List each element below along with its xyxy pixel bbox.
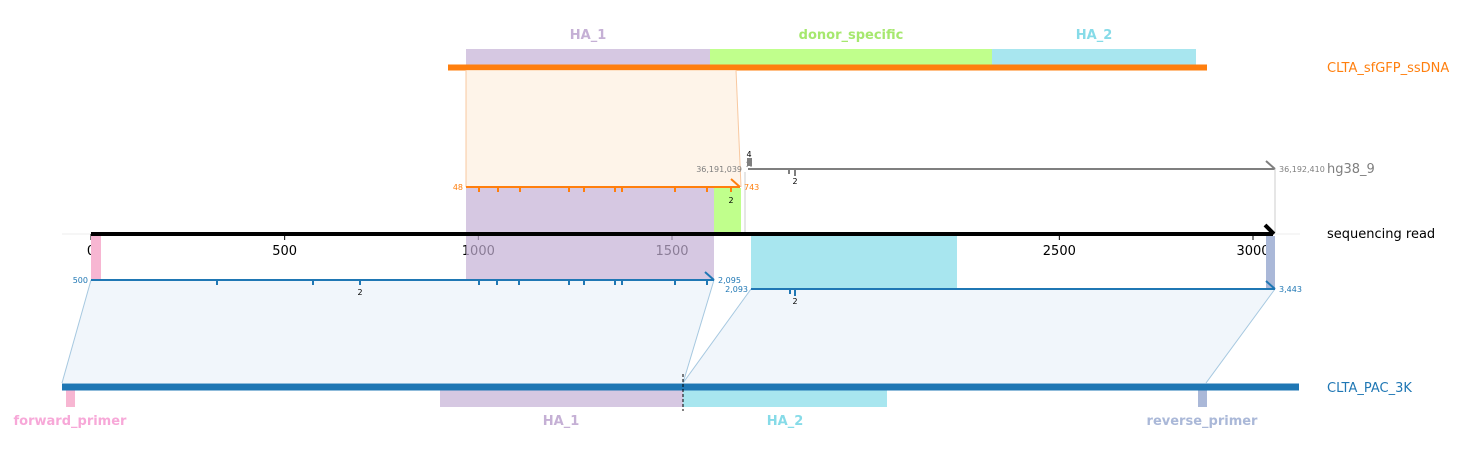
donor-feature-ha1-label: HA_1 bbox=[570, 28, 607, 43]
target-left-end: 2,095 bbox=[718, 276, 741, 285]
target-right-start: 2,093 bbox=[725, 285, 748, 294]
read-feature-ha1-from-donor bbox=[466, 188, 714, 233]
target-left-mismatch-count: 2 bbox=[357, 288, 362, 297]
donor-alignment-start: 48 bbox=[453, 183, 463, 192]
target-right-mismatch-count: 2 bbox=[792, 297, 797, 306]
target-right-arrowhead bbox=[1265, 280, 1276, 290]
genome-reference-name: hg38_9 bbox=[1327, 162, 1375, 177]
target-left-edge bbox=[682, 279, 715, 384]
read-axis-arrowhead bbox=[1263, 223, 1276, 236]
read-feature-donor-specific bbox=[714, 188, 741, 233]
target-reference-name: CLTA_PAC_3K bbox=[1327, 381, 1412, 396]
donor-projection-edge-right bbox=[735, 69, 742, 188]
target-right-alignment: 2,093 3,443 2 bbox=[725, 280, 1302, 306]
sequencing-read: 050010001500200025003000 sequencing read bbox=[62, 223, 1435, 259]
read-axis-tick-label: 500 bbox=[272, 244, 297, 259]
target-feature-forward-primer-bar bbox=[66, 390, 75, 407]
read-reference-name: sequencing read bbox=[1327, 227, 1435, 242]
target-feature-ha2-label: HA_2 bbox=[767, 414, 804, 429]
donor-feature-donor-specific-bar bbox=[710, 49, 992, 65]
read-feature-reverse-primer bbox=[1266, 236, 1275, 289]
donor-reference-name: CLTA_sfGFP_ssDNA bbox=[1327, 61, 1449, 76]
genome-alignment: 36,191,039 36,192,410 × 4 2 hg38_9 bbox=[696, 150, 1375, 232]
donor-feature-ha2-label: HA_2 bbox=[1076, 28, 1113, 43]
target-feature-ha2-bar bbox=[683, 390, 887, 407]
donor-alignment-end: 743 bbox=[744, 183, 759, 192]
target-left-start: 500 bbox=[73, 276, 88, 285]
donor-feature-ha2-bar bbox=[992, 49, 1196, 65]
donor-alignment: 48 743 2 bbox=[453, 178, 759, 233]
target-left-mismatch-ticks bbox=[216, 280, 708, 285]
target-right-edge bbox=[682, 288, 752, 384]
donor-alignment-projection bbox=[466, 70, 741, 187]
genome-indel-block bbox=[747, 158, 752, 166]
donor-alignment-arrowhead bbox=[730, 178, 741, 188]
target-left-arrowhead bbox=[704, 271, 715, 281]
read-axis-tick-label: 2500 bbox=[1043, 244, 1076, 259]
read-feature-forward-primer bbox=[91, 236, 101, 280]
donor-feature-donor-specific-label: donor_specific bbox=[799, 28, 904, 43]
genome-mismatch-count: 2 bbox=[792, 177, 797, 186]
target-right-end: 3,443 bbox=[1279, 285, 1302, 294]
target-left-projection bbox=[62, 280, 714, 383]
read-axis-tick-label: 3000 bbox=[1236, 244, 1269, 259]
target-feature-ha1-bar bbox=[440, 390, 683, 407]
genome-alignment-arrowhead bbox=[1265, 160, 1276, 170]
genome-alignment-end: 36,192,410 bbox=[1279, 165, 1325, 174]
target-left-edge bbox=[61, 279, 92, 384]
target-feature-forward-primer-label: forward_primer bbox=[14, 414, 128, 429]
target-reference: forward_primer HA_1 HA_2 reverse_primer … bbox=[14, 374, 1412, 429]
donor-reference: HA_1 donor_specific HA_2 CLTA_sfGFP_ssDN… bbox=[448, 28, 1449, 76]
target-feature-reverse-primer-bar bbox=[1198, 390, 1207, 407]
target-feature-reverse-primer-label: reverse_primer bbox=[1147, 414, 1259, 429]
genome-indel-count: 4 bbox=[746, 150, 751, 159]
target-right-edge bbox=[1205, 288, 1276, 384]
target-right-projection bbox=[683, 289, 1275, 383]
donor-mismatch-count: 2 bbox=[728, 196, 733, 205]
donor-mismatch-ticks bbox=[478, 187, 732, 192]
target-left-alignment: 500 2,095 2 bbox=[73, 271, 741, 297]
donor-feature-ha1-bar bbox=[466, 49, 710, 65]
read-feature-ha2 bbox=[751, 236, 957, 289]
read-feature-ha1 bbox=[466, 236, 714, 280]
target-feature-ha1-label: HA_1 bbox=[543, 414, 580, 429]
genome-alignment-start: 36,191,039 bbox=[696, 165, 742, 174]
